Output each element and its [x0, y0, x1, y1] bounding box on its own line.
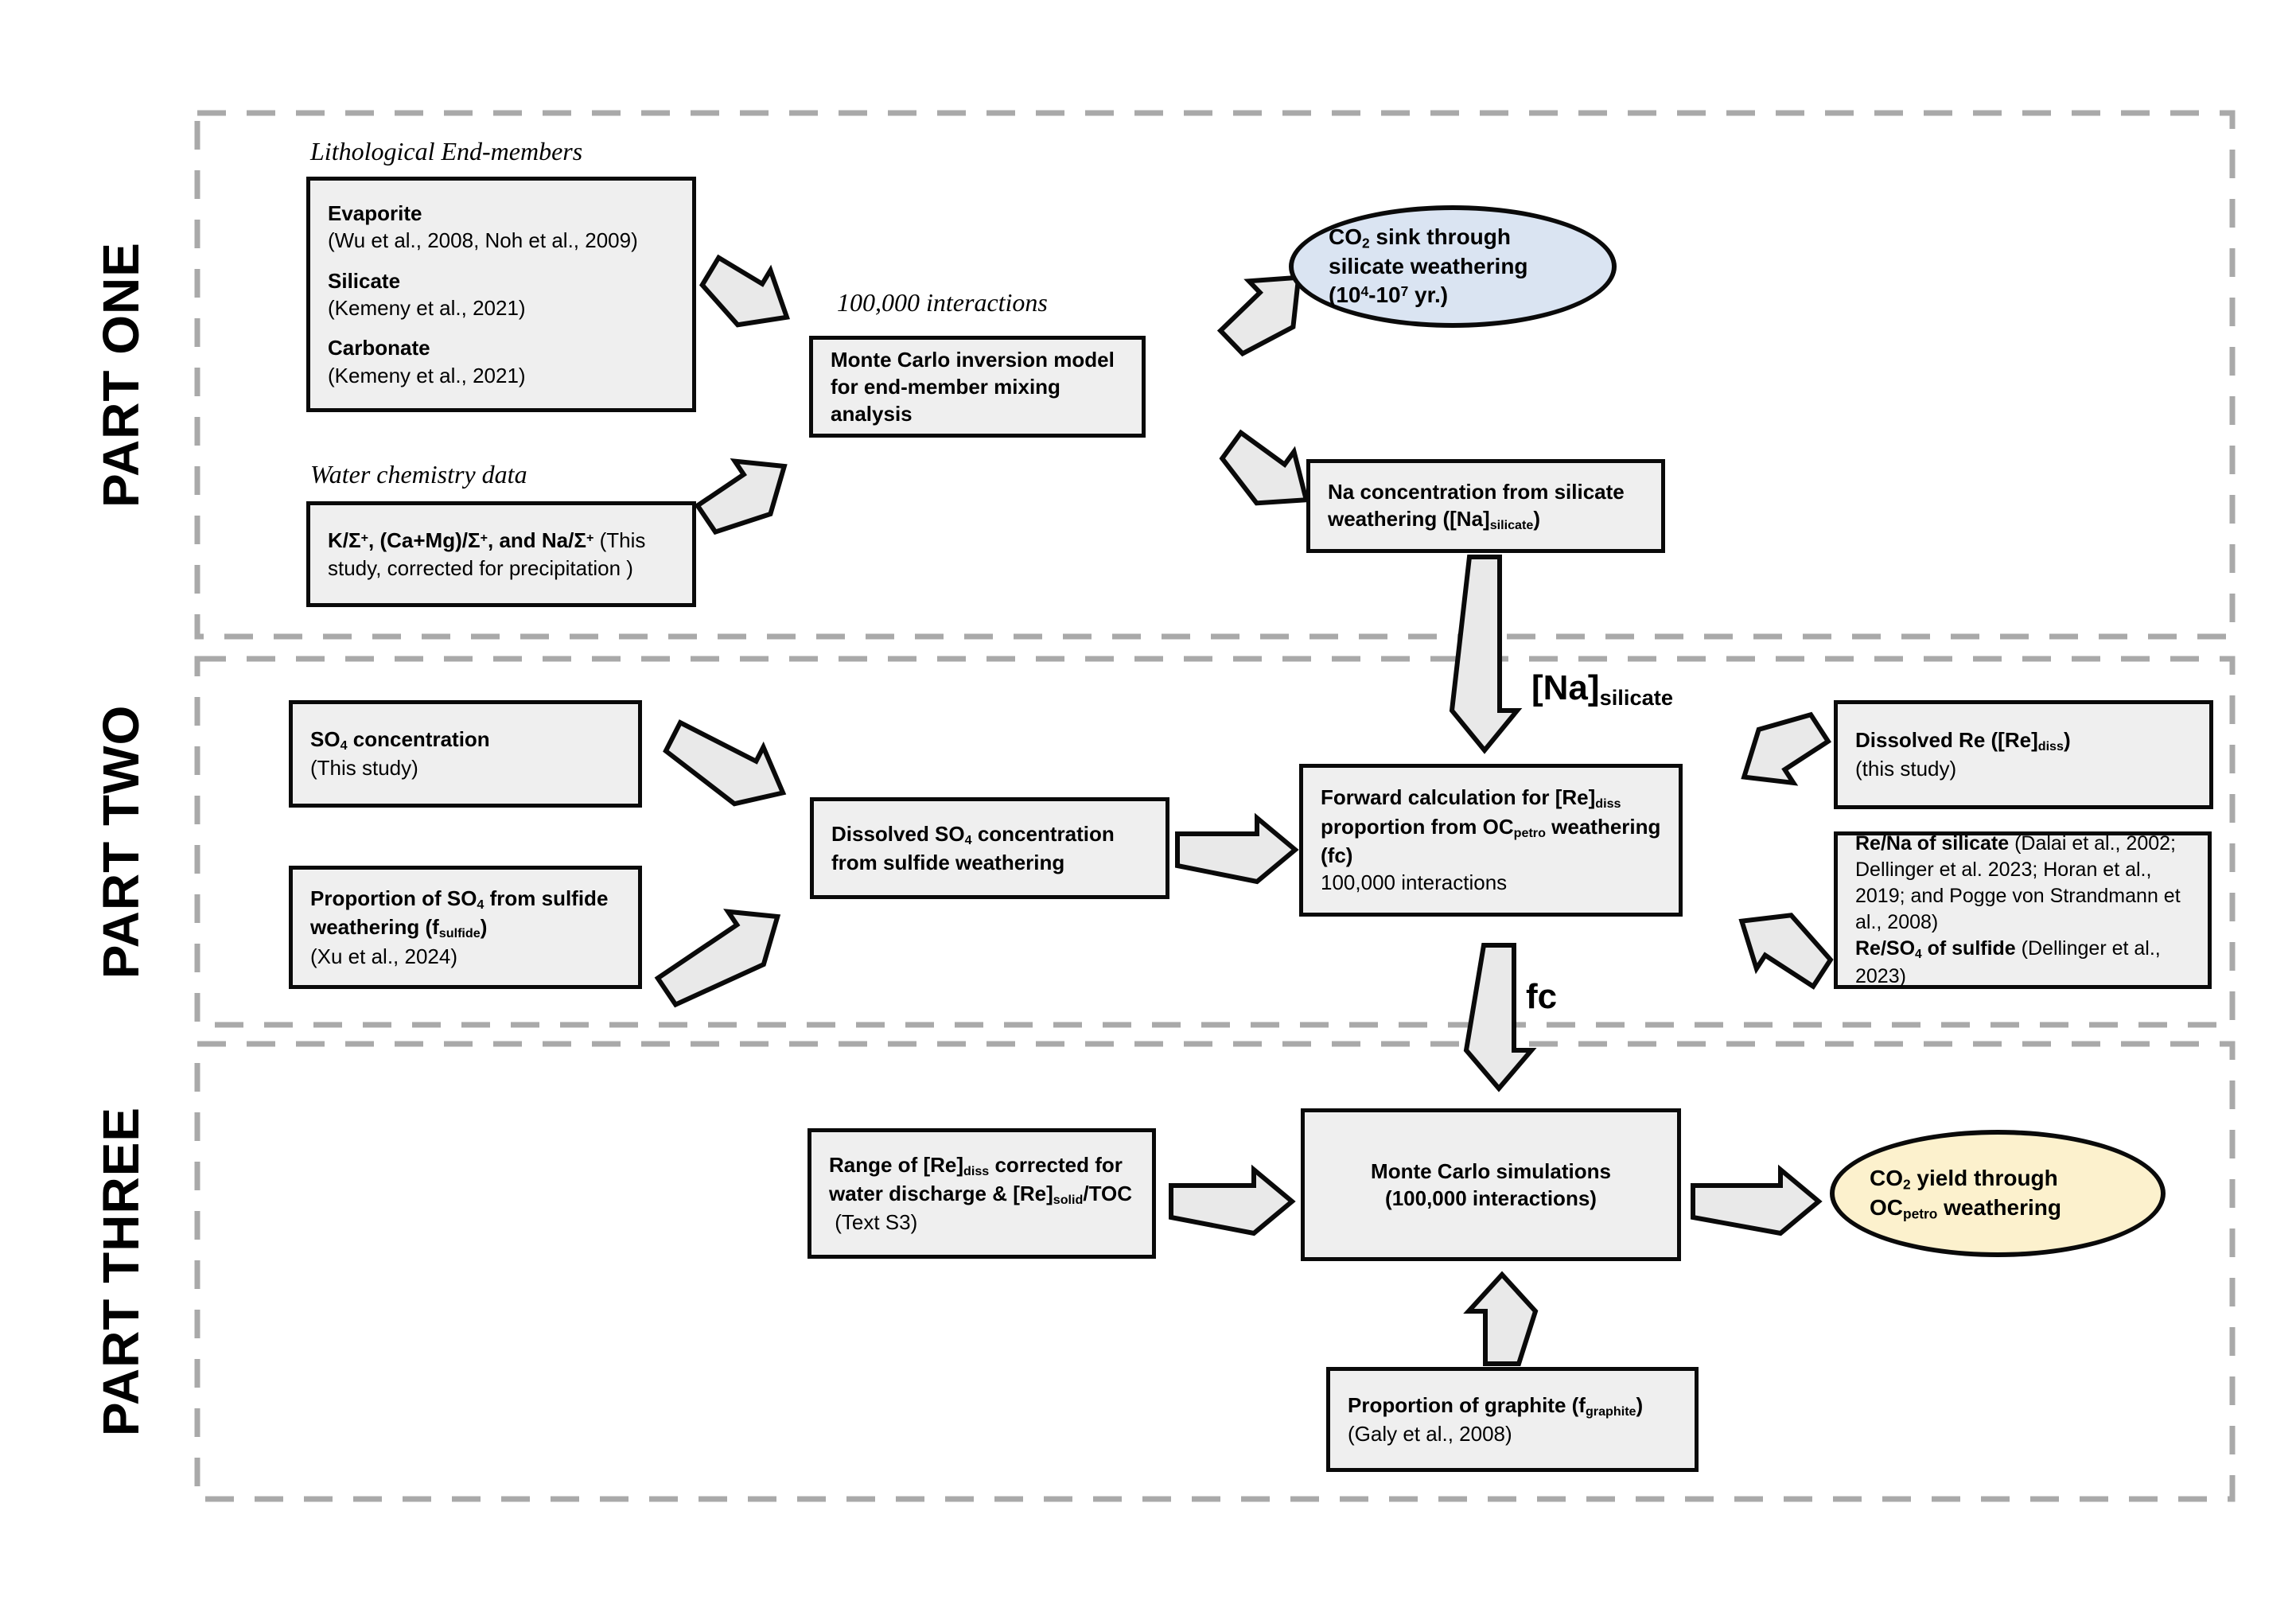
re-range-text: Range of [Re]diss corrected for water di… — [829, 1152, 1132, 1235]
dissolved-re-box: Dissolved Re ([Re]diss)(this study) — [1834, 700, 2213, 809]
interactions-label: 100,000 interactions — [837, 288, 1048, 317]
so4-proportion-text: Proportion of SO4 from sulfide weatherin… — [310, 886, 609, 968]
monte-carlo-inversion-box: Monte Carlo inversion model for end-memb… — [809, 336, 1146, 438]
graphite-proportion-box: Proportion of graphite (fgraphite)(Galy … — [1326, 1367, 1699, 1472]
part-three-label: PART THREE — [92, 1106, 150, 1437]
arrow-dissso4-to-forward-icon — [1175, 812, 1299, 885]
arrow-water-to-inversion-icon — [694, 458, 788, 535]
re-range-box: Range of [Re]diss corrected for water di… — [807, 1128, 1156, 1259]
arrow-inversion-to-na-icon — [1219, 429, 1309, 506]
part-two-label: PART TWO — [92, 704, 150, 979]
re-ratios-box: Re/Na of silicate (Dalai et al., 2002; D… — [1834, 831, 2212, 989]
arrow-range-to-mcsim-icon — [1169, 1164, 1296, 1236]
dissolved-re-text: Dissolved Re ([Re]diss)(this study) — [1855, 728, 2071, 781]
arrow-so4-to-dissso4-icon — [663, 719, 787, 807]
lithological-endmembers-text: Evaporite(Wu et al., 2008, Noh et al., 2… — [328, 201, 638, 387]
dissolved-so4-box: Dissolved SO4 concentration from sulfide… — [810, 797, 1169, 899]
lithological-endmembers-box: Evaporite(Wu et al., 2008, Noh et al., 2… — [306, 177, 696, 412]
part-one-frame — [194, 110, 2236, 640]
na-silicate-flow-label: [Na]silicate — [1531, 668, 1674, 710]
so4-concentration-box: SO4 concentration(This study) — [289, 700, 642, 808]
water-chemistry-text: K/Σ+, (Ca+Mg)/Σ+, and Na/Σ+ (This study,… — [328, 528, 646, 580]
monte-carlo-inversion-text: Monte Carlo inversion model for end-memb… — [831, 347, 1115, 426]
monte-carlo-simulations-box: Monte Carlo simulations(100,000 interact… — [1301, 1108, 1681, 1261]
re-ratios-text: Re/Na of silicate (Dalai et al., 2002; D… — [1855, 832, 2181, 987]
co2-sink-ellipse: CO2 sink through silicate weathering (10… — [1289, 205, 1617, 328]
graphite-proportion-text: Proportion of graphite (fgraphite)(Galy … — [1348, 1392, 1644, 1446]
arrow-forward-to-mcsim-icon — [1463, 943, 1537, 1092]
fc-flow-label: fc — [1526, 977, 1558, 1016]
part-one-label: PART ONE — [92, 242, 150, 508]
forward-calculation-text: Forward calculation for [Re]diss proport… — [1321, 785, 1661, 895]
arrow-dissre-to-forward-icon — [1741, 711, 1832, 786]
arrow-litho-to-inversion-icon — [699, 254, 791, 328]
arrow-na-to-forward-icon — [1449, 555, 1523, 754]
na-concentration-text: Na concentration from silicate weatherin… — [1328, 479, 1625, 533]
dissolved-so4-text: Dissolved SO4 concentration from sulfide… — [831, 821, 1115, 874]
water-chemistry-title: Water chemistry data — [310, 460, 527, 489]
arrow-mcsim-to-co2yield-icon — [1691, 1164, 1823, 1236]
lithological-endmembers-title: Lithological End-members — [310, 137, 583, 165]
monte-carlo-simulations-text: Monte Carlo simulations(100,000 interact… — [1371, 1158, 1611, 1210]
so4-concentration-text: SO4 concentration(This study) — [310, 727, 490, 781]
arrow-proportion-to-dissso4-icon — [654, 909, 781, 1008]
part-two-frame — [194, 656, 2236, 1028]
forward-calculation-box: Forward calculation for [Re]diss proport… — [1299, 764, 1683, 917]
part-three-frame — [194, 1041, 2236, 1502]
na-concentration-box: Na concentration from silicate weatherin… — [1306, 459, 1665, 553]
arrow-graphite-to-mcsim-icon — [1463, 1271, 1539, 1366]
co2-yield-ellipse: CO2 yield through OCpetro weathering — [1830, 1130, 2166, 1257]
arrow-rena-to-forward-icon — [1738, 913, 1834, 990]
water-chemistry-box: K/Σ+, (Ca+Mg)/Σ+, and Na/Σ+ (This study,… — [306, 501, 696, 607]
so4-proportion-box: Proportion of SO4 from sulfide weatherin… — [289, 866, 642, 989]
co2-sink-text: CO2 sink through silicate weathering (10… — [1329, 224, 1528, 308]
co2-yield-text: CO2 yield through OCpetro weathering — [1870, 1166, 2061, 1222]
